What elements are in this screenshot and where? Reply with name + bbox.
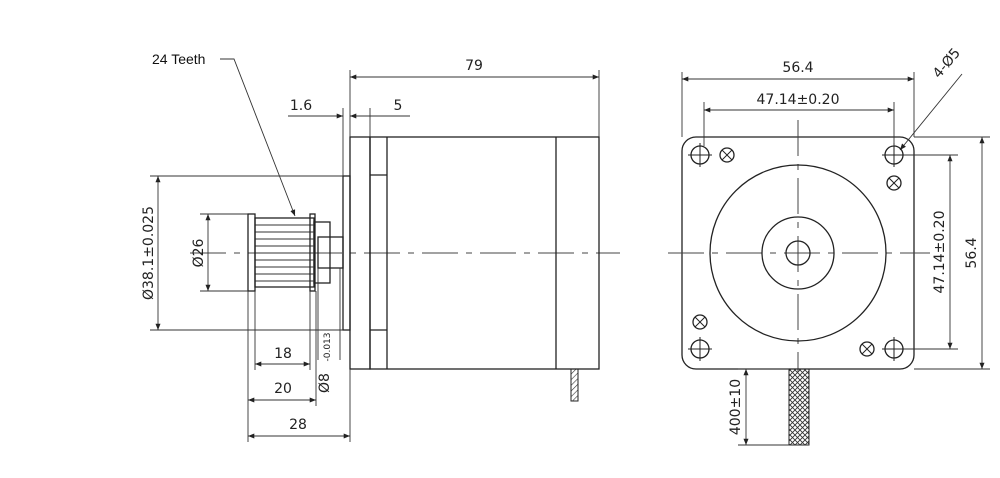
dim-pulley-diameter: Ø26 [191,238,207,267]
dim-hole-spacing-v: 47.14±0.20 [932,211,948,294]
dim-18: 18 [274,346,292,362]
mounting-holes [688,143,906,361]
dim-boss-length: 5 [394,98,403,114]
dim-face-height: 56.4 [964,237,980,268]
shaft-circle [785,240,811,266]
dim-hole-spacing-h: 47.14±0.20 [757,92,840,108]
lead-wire-side [570,368,579,402]
teeth-label: 24 Teeth [152,51,205,67]
pulley-flange-left [247,213,256,292]
pilot-boss [342,175,351,331]
dim-shaft-tolerance: -0.013 [323,332,333,361]
dim-holes-callout: 4-Ø5 [930,45,964,81]
dim-body-length: 79 [465,58,483,74]
pulley-teeth-lines [255,224,314,282]
dim-20: 20 [274,381,292,397]
lead-cable-front [788,368,810,446]
dim-lead-length: 400±10 [728,379,744,435]
side-view: 79 1.6 5 Ø38.1±0.025 Ø26 Ø8 -0.013 18 20 [141,51,620,442]
screw-heads [692,147,902,357]
dim-28: 28 [289,417,307,433]
dim-face-width: 56.4 [782,60,813,76]
pilot-circle [761,216,835,290]
dim-flange-thickness: 1.6 [290,98,312,114]
pulley-flange-right [309,213,316,292]
dim-shaft-diameter: Ø8 [317,373,333,393]
face-outer-circle [709,164,887,342]
front-view: 56.4 47.14±0.20 47.14±0.20 56.4 4-Ø5 400… [668,45,990,446]
dim-pilot-diameter: Ø38.1±0.025 [141,206,157,300]
